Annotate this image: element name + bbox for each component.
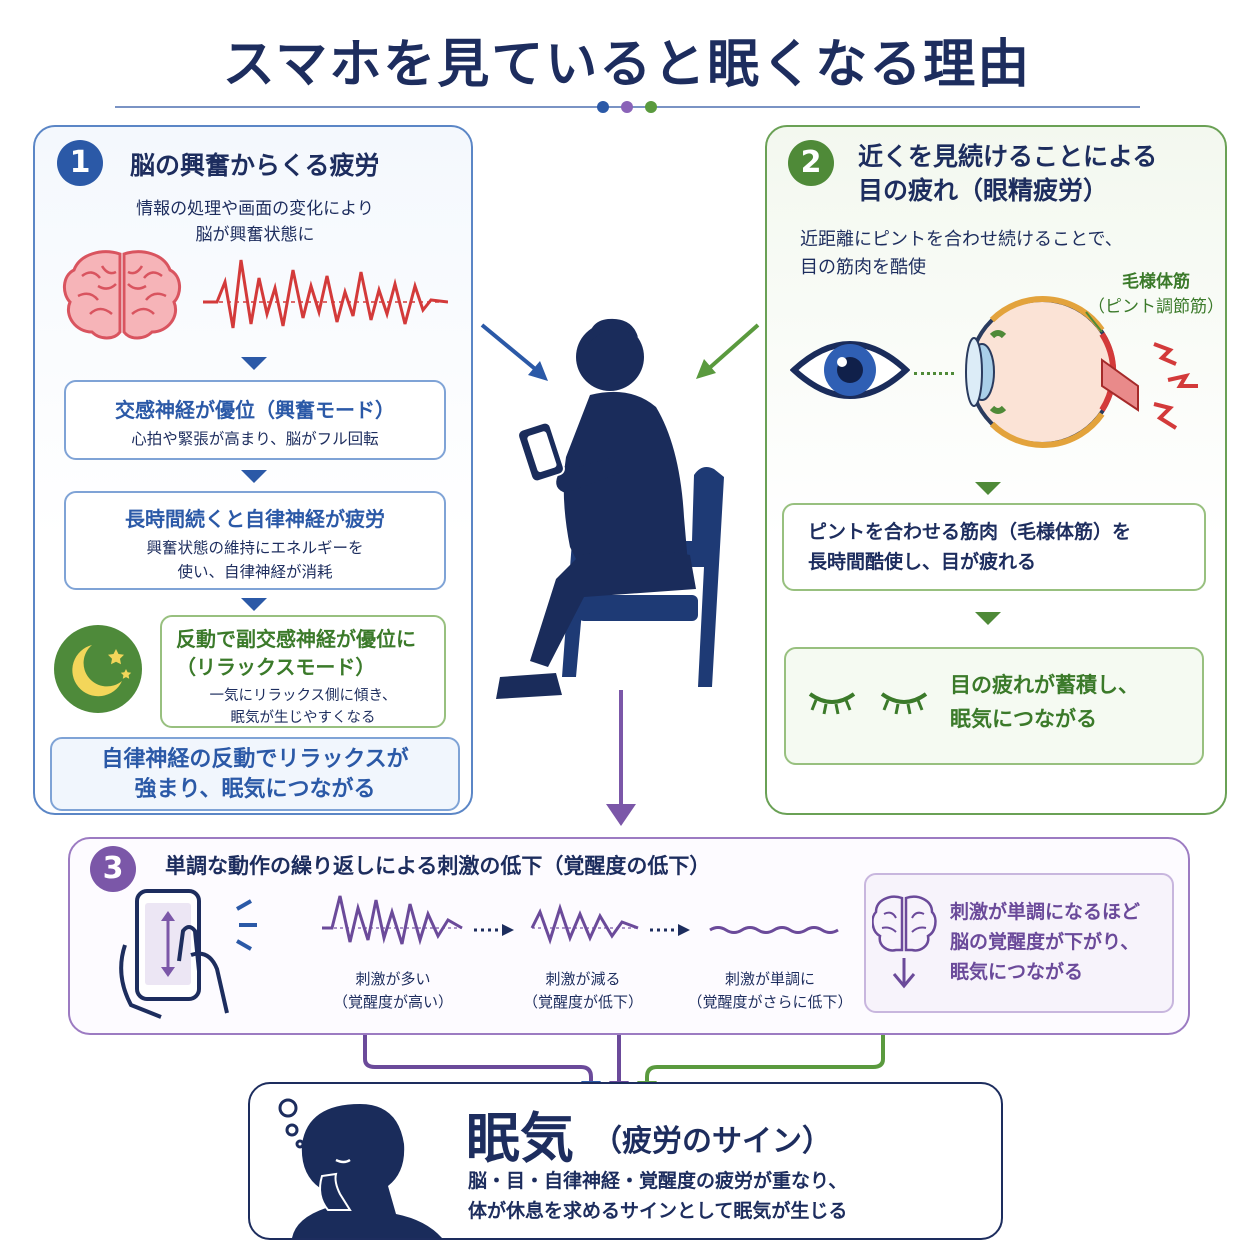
panel2-arrow-1: [975, 482, 1001, 495]
divider-dot-purple: [621, 101, 633, 113]
wave-caption-decreasing: 刺激が減る（覚醒度が低下）: [522, 970, 643, 1011]
brain-icon: [63, 250, 181, 340]
divider-dot-green: [645, 101, 657, 113]
pain-bolt-icon: [1153, 342, 1198, 430]
panel1-step-autonomic-fatigue: 長時間続くと自律神経が疲労 興奮状態の維持にエネルギーを使い、自律神経が消耗: [64, 491, 446, 590]
panel1-step2-sub: 興奮状態の維持にエネルギーを使い、自律神経が消耗: [146, 539, 364, 581]
panel3-number-badge: 3: [90, 846, 136, 892]
panel1-step1-title: 交感神経が優位（興奮モード）: [115, 398, 395, 422]
moon-icon: [54, 625, 142, 713]
panel1-intro: 情報の処理や画面の変化により脳が興奮状態に: [136, 199, 374, 245]
eyeball-cross-section-icon: [965, 296, 1139, 448]
panel1-arrow-2: [241, 470, 267, 483]
wave-caption-monotone: 刺激が単調に（覚醒度がさらに低下）: [687, 970, 853, 1011]
panel1-step3-sub: 一気にリラックス側に傾き、眠気が生じやすくなる: [209, 688, 397, 726]
ciliary-muscle-label: 毛様体筋（ピント調節筋）: [1088, 272, 1224, 317]
center-down-arrow-line: [619, 690, 623, 808]
closed-eyes-icon: [808, 692, 928, 715]
panel1-step2-title: 長時間続くと自律神経が疲労: [125, 507, 385, 531]
panel3-heading: 単調な動作の繰り返しによる刺激の低下（覚醒度の低下）: [165, 854, 711, 878]
panel2-arrow-2: [975, 612, 1001, 625]
panel1-number-badge: 1: [57, 140, 103, 186]
panel2-number-badge: 2: [788, 140, 834, 186]
panel2-step2-text: 目の疲れが蓄積し、眠気につながる: [950, 673, 1139, 731]
wave-caption-high: 刺激が多い（覚醒度が高い）: [332, 970, 453, 1011]
panel2-intro: 近距離にピントを合わせ続けることで、目の筋肉を酷使: [800, 229, 1123, 278]
stimulus-waves-icon: [322, 895, 839, 946]
panel1-arrow-3: [241, 598, 267, 611]
sleepy-person-icon: [278, 1098, 442, 1238]
panel1-conclusion: 自律神経の反動でリラックスが強まり、眠気につながる: [50, 737, 460, 811]
center-down-arrow-head: [606, 804, 636, 826]
panel1-step3-title: 反動で副交感神経が優位に（リラックスモード）: [176, 627, 416, 679]
excitement-wave-icon: [203, 259, 448, 329]
panel1-step1-sub: 心拍や緊張が高まり、脳がフル回転: [131, 430, 379, 448]
panel2-step-drowsiness: [784, 647, 1204, 765]
eye-icon: [790, 341, 910, 399]
panel2-step-muscle-fatigue: ピントを合わせる筋肉（毛様体筋）を長時間酷使し、目が疲れる: [782, 503, 1206, 591]
panel1-step-sympathetic: 交感神経が優位（興奮モード） 心拍や緊張が高まり、脳がフル回転: [64, 380, 446, 460]
panel1-step-parasympathetic: 反動で副交感神経が優位に（リラックスモード） 一気にリラックス側に傾き、眠気が生…: [160, 615, 446, 728]
result-title: 眠気: [466, 1107, 574, 1170]
result-title-sub: （疲労のサイン）: [592, 1124, 832, 1159]
divider-dot-blue: [597, 101, 609, 113]
panel2-heading: 近くを見続けることによる目の疲れ（眼精疲労）: [858, 142, 1158, 205]
brain-down-icon: [872, 895, 937, 989]
result-description: 脳・目・自律神経・覚醒度の疲労が重なり、体が休息を求めるサインとして眠気が生じる: [468, 1170, 848, 1222]
person-using-phone-icon: [480, 318, 760, 699]
hand-scrolling-phone-icon: [119, 889, 257, 1019]
page-title: スマホを見ていると眠くなる理由: [222, 35, 1032, 95]
panel1-arrow-1: [241, 357, 267, 370]
panel3-note-text: 刺激が単調になるほど脳の覚醒度が下がり、眠気につながる: [950, 901, 1141, 983]
eye-connector-dots: [914, 372, 954, 375]
panel1-heading: 脳の興奮からくる疲労: [130, 151, 380, 180]
